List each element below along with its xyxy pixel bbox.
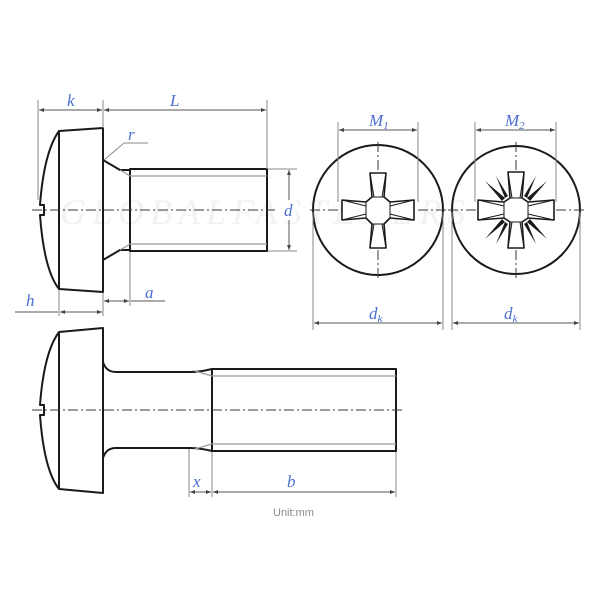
label-k: k xyxy=(67,91,75,110)
bottom-screw-side-view xyxy=(32,327,404,494)
bottom-thread-runout-upper xyxy=(194,370,213,377)
phillips-recess-flutes xyxy=(341,172,415,249)
phillips-recess-center xyxy=(365,196,391,225)
top-screw-side-view xyxy=(32,127,275,293)
top-head-outline xyxy=(39,127,104,293)
top-fillet-lower xyxy=(102,249,130,261)
label-dk-right-main: d xyxy=(504,304,513,323)
unit-note: Unit:mm xyxy=(273,507,314,519)
spike-br xyxy=(527,219,547,239)
spike-bl xyxy=(485,219,505,239)
label-M2: M2 xyxy=(504,111,525,132)
spike-bl2 xyxy=(496,222,508,244)
bottom-reduced-shank-upper xyxy=(102,361,213,373)
label-M1: M1 xyxy=(368,111,389,132)
spike-br2 xyxy=(524,222,536,244)
pozidriv-tick-marks-icon xyxy=(485,176,547,244)
top-thread-runout-lower xyxy=(119,243,131,251)
spike-tr xyxy=(527,181,547,201)
label-dk-left-main: d xyxy=(369,304,378,323)
label-x: x xyxy=(192,472,201,491)
label-M1-main: M xyxy=(368,111,384,130)
label-M1-sub: 1 xyxy=(383,120,389,132)
top-thread-runout-upper xyxy=(119,169,131,177)
label-dk-right: dk xyxy=(504,304,519,325)
bottom-dimensions: x b xyxy=(188,449,397,497)
label-dk-left-sub: k xyxy=(378,313,384,325)
pozidriv-recess-center xyxy=(503,197,529,223)
d-label-bg xyxy=(282,200,296,220)
label-dk-left: dk xyxy=(369,304,384,325)
label-d: d xyxy=(284,201,293,220)
bottom-thread-runout-lower xyxy=(194,443,213,450)
top-fillet-upper xyxy=(102,159,130,171)
bottom-head-outline xyxy=(39,327,104,494)
label-dk-right-sub: k xyxy=(513,313,519,325)
label-r: r xyxy=(128,125,135,144)
end-view-pozidriv: M2 dk xyxy=(448,111,584,330)
bottom-reduced-shank-lower xyxy=(102,447,213,459)
pozidriv-recess-icon xyxy=(477,171,555,249)
label-h: h xyxy=(26,291,35,310)
spike-tr2 xyxy=(524,176,536,198)
phillips-recess-icon xyxy=(341,172,415,249)
spike-tl2 xyxy=(496,176,508,198)
label-a: a xyxy=(145,283,154,302)
label-L: L xyxy=(169,91,179,110)
label-M2-sub: 2 xyxy=(519,120,525,132)
label-b: b xyxy=(287,472,296,491)
leader-r xyxy=(103,142,148,161)
pozidriv-recess-flutes xyxy=(477,171,555,249)
end-view-phillips: M1 dk xyxy=(310,111,447,330)
top-dimensions: k L r d h a xyxy=(15,91,297,316)
spike-tl xyxy=(485,181,505,201)
label-M2-main: M xyxy=(504,111,520,130)
